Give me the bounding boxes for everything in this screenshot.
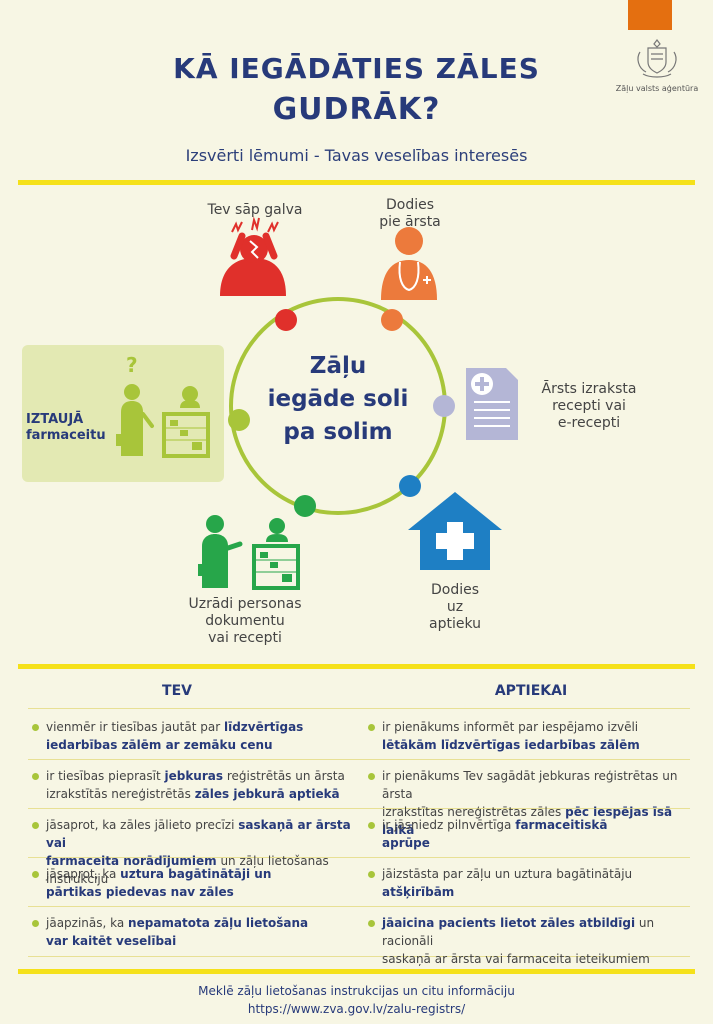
divider-top — [18, 180, 695, 185]
doctor-icon — [381, 227, 437, 300]
list-item: jāaicina pacients lietot zāles atbildīgi… — [368, 914, 703, 968]
agency-logo: Zāļu valsts aģentūra — [612, 36, 702, 93]
coat-of-arms-icon — [637, 39, 677, 78]
step-pharmacy-line1: Dodies — [430, 582, 480, 598]
step-dot-gray — [433, 395, 455, 417]
showing-documents-icon — [198, 515, 300, 590]
row-separator — [28, 708, 690, 709]
step-pharmacy-line3: aptieku — [428, 616, 481, 632]
cycle-diagram: ? — [116, 216, 518, 590]
prescription-document-icon — [466, 368, 518, 440]
headache-person-icon — [220, 216, 286, 296]
footer-text: Meklē zāļu lietošanas instrukcijas un ci… — [198, 984, 515, 998]
list-item: jāizstāsta par zāļu un uztura bagātinātā… — [368, 865, 703, 901]
orange-corner-block — [628, 0, 672, 30]
list-item: ir tiesības pieprasīt jebkuras reģistrēt… — [32, 767, 372, 803]
row-separator — [28, 759, 690, 760]
step-documents-label: Uzrādi personas dokumentu vai recepti — [170, 596, 320, 647]
list-item: jāsaprot, ka zāles jālieto precīzi saska… — [32, 816, 372, 888]
step-doctor-line2: pie ārsta — [379, 214, 441, 230]
step-prescription-line3: e-recepti — [557, 415, 621, 431]
step-documents-line3: vai recepti — [208, 630, 282, 646]
list-item: vienmēr ir tiesības jautāt par līdzvērtī… — [32, 718, 372, 754]
step-ask-pharmacist-label: IZTAUJĀ farmaceitu — [26, 412, 106, 444]
page-subtitle: Izsvērti lēmumi - Tavas veselības intere… — [185, 146, 528, 165]
row-separator — [28, 857, 690, 858]
step-doctor-label: Dodies pie ārsta — [350, 197, 470, 231]
center-line1: Zāļu — [309, 353, 367, 379]
step-dot-blue — [399, 475, 421, 497]
divider-bottom — [18, 969, 695, 974]
row-separator — [28, 808, 690, 809]
pharmacy-house-icon — [408, 492, 502, 570]
step-ask-line1: IZTAUJĀ — [26, 412, 84, 427]
row-separator — [28, 956, 690, 957]
divider-middle — [18, 664, 695, 669]
step-headache-label: Tev sāp galva — [185, 202, 325, 219]
page-title-line1: KĀ IEGĀDĀTIES ZĀLES — [173, 52, 540, 85]
agency-name: Zāļu valsts aģentūra — [615, 84, 699, 93]
step-prescription-line1: Ārsts izraksta — [541, 381, 637, 397]
column-head-tev: TEV — [162, 683, 192, 699]
step-dot-red — [275, 309, 297, 331]
list-item: ir pienākums Tev sagādāt jebkuras reģist… — [368, 767, 703, 839]
step-dot-orange — [381, 309, 403, 331]
step-prescription-label: Ārsts izraksta recepti vai e-recepti — [524, 381, 654, 432]
cycle-center-title: Zāļu iegāde soli pa solim — [248, 350, 428, 449]
step-prescription-line2: recepti vai — [552, 398, 626, 414]
column-head-aptiekai: APTIEKAI — [494, 683, 568, 699]
svg-text:?: ? — [126, 353, 138, 377]
center-line2: iegāde soli — [267, 386, 409, 412]
step-doctor-line1: Dodies — [385, 197, 435, 213]
page-title-line2: GUDRĀK? — [272, 92, 441, 127]
step-pharmacy-line2: uz — [446, 599, 464, 615]
step-pharmacy-label: Dodies uz aptieku — [400, 582, 510, 633]
step-dot-green — [294, 495, 316, 517]
list-item: ir pienākums informēt par iespējamo izvē… — [368, 718, 703, 754]
step-dot-lime — [228, 409, 250, 431]
footer-link[interactable]: https://www.zva.gov.lv/zalu-registrs/ — [247, 1002, 466, 1016]
step-headache-line1: Tev sāp galva — [207, 202, 303, 218]
row-separator — [28, 906, 690, 907]
step-ask-line2: farmaceitu — [26, 428, 106, 443]
step-documents-line2: dokumentu — [205, 613, 285, 629]
step-documents-line1: Uzrādi personas — [188, 596, 302, 612]
center-line3: pa solim — [283, 419, 393, 445]
ask-pharmacist-icon: ? — [116, 353, 210, 458]
